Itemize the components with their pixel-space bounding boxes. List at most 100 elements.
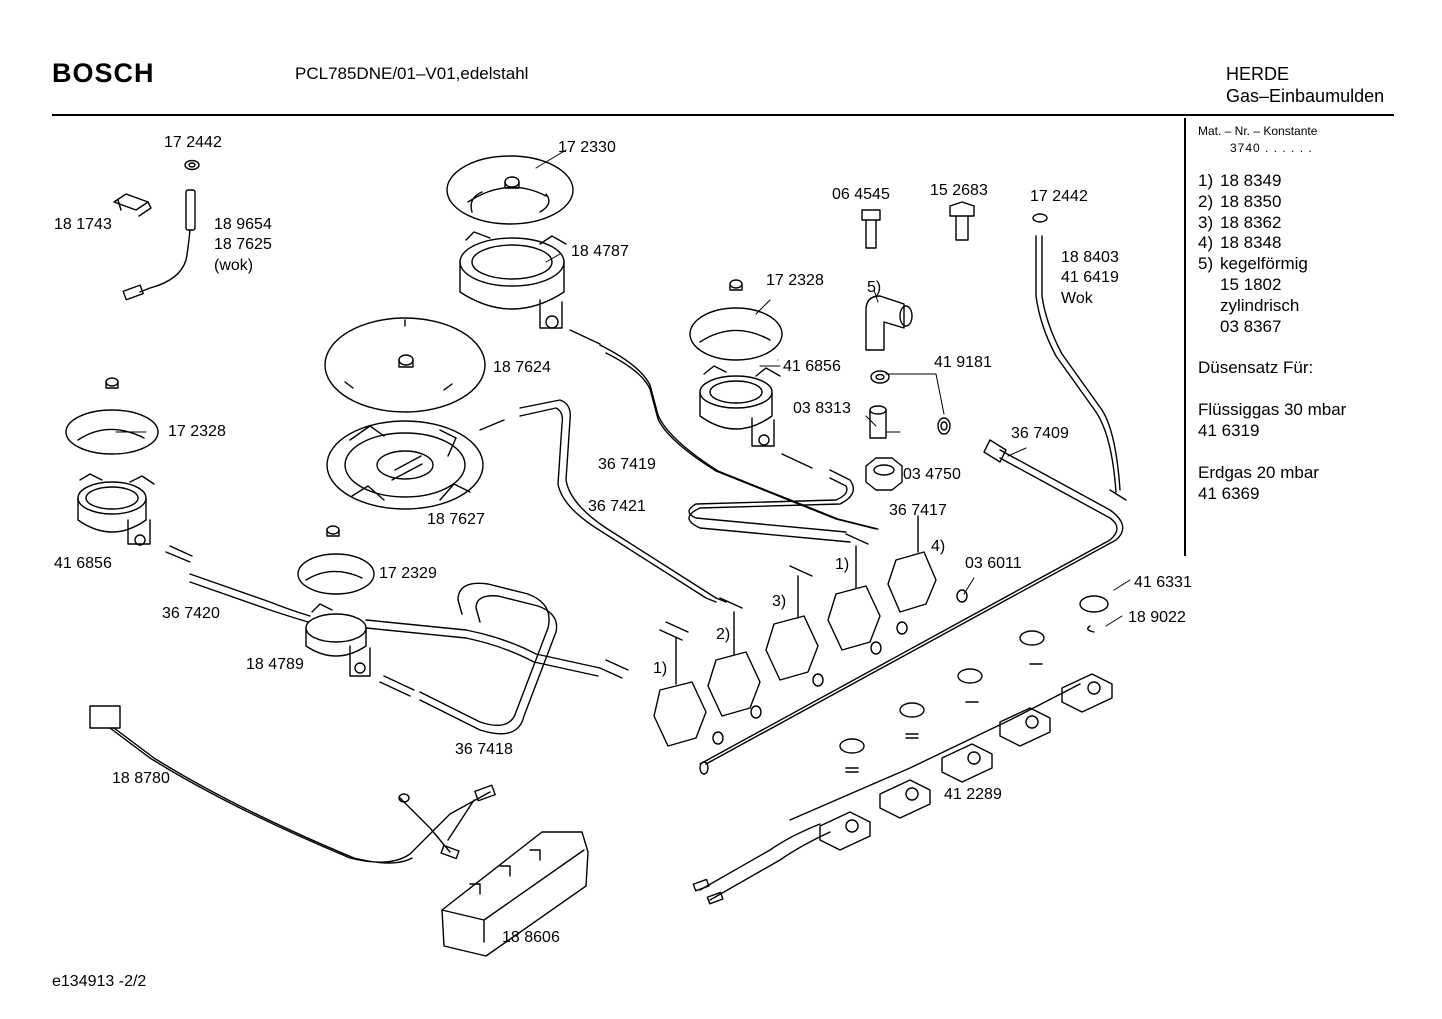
legend-item: 1)18 8349 (1198, 171, 1393, 192)
lpg-nozzle-number: 41 6319 (1198, 420, 1260, 440)
legend-item-marker: 1) (1198, 171, 1214, 190)
part-label: 18 1743 (54, 216, 112, 233)
legend-item-marker: 5) (1198, 254, 1214, 274)
part-label: 18 7625 (214, 236, 272, 253)
header-divider (52, 114, 1394, 116)
part-label: 15 2683 (930, 182, 988, 199)
part-label: 36 7420 (162, 605, 220, 622)
nozzle-set-title: Düsensatz Für: (1198, 358, 1314, 378)
legend-item-text: kegelförmig (1220, 254, 1308, 274)
legend-sub-item: zylindrisch (1220, 295, 1300, 315)
variant-marker: 3) (772, 593, 787, 610)
brand-logo: BOSCH (52, 58, 155, 88)
part-label: 18 9022 (1128, 609, 1186, 626)
legend-item-marker: 4) (1198, 233, 1214, 253)
legend-list: 1)18 8349 2)18 8350 3)18 8362 4)18 8348 … (1198, 171, 1393, 337)
legend-item: 5) kegelförmig (1198, 254, 1393, 275)
lpg-nozzle-label: Flüssiggas 30 mbar (1198, 400, 1347, 420)
legend-sub-item: 15 1802 (1220, 274, 1282, 294)
part-label: 17 2328 (766, 272, 824, 289)
part-label: 03 4750 (903, 466, 961, 483)
variant-marker: 5) (867, 279, 882, 296)
parts-legend: Mat. – Nr. – Konstante 3740 . . . . . . … (1198, 124, 1393, 504)
part-label: 18 9654 (214, 216, 272, 233)
variant-marker: 2) (716, 626, 731, 643)
part-label: 03 6011 (965, 555, 1022, 572)
part-label: 03 8313 (793, 400, 851, 417)
legend-item-text: 18 8348 (1220, 233, 1282, 253)
thermocouple-wok-icon (1035, 235, 1127, 501)
part-label: 17 2442 (164, 134, 222, 151)
part-label: 41 6856 (54, 555, 112, 572)
burner-cap-icon (297, 553, 375, 595)
burner-housing-icon (305, 603, 371, 677)
washer-icon (712, 589, 968, 745)
burner-cap-icon (324, 317, 486, 413)
legend-item-text: 18 8362 (1220, 212, 1282, 232)
legend-item: 2)18 8350 (1198, 192, 1393, 213)
washer-icon (184, 159, 200, 171)
igniter-cap-icon (839, 595, 1109, 754)
burner-cap-icon (65, 409, 159, 455)
part-label: 17 2329 (379, 565, 437, 582)
gas-pipe-367421 (519, 399, 727, 603)
part-label: 17 2328 (168, 423, 226, 440)
part-label: 41 9181 (934, 354, 992, 371)
ng-nozzle-number: 41 6369 (1198, 483, 1260, 503)
gas-pipe-367419 (599, 344, 879, 530)
gas-pipe-367418 (419, 582, 558, 735)
screw-icon (729, 279, 743, 291)
spark-module-icon (819, 673, 1113, 851)
part-label: 36 7409 (1011, 425, 1069, 442)
burner-cap-icon (689, 307, 783, 361)
category-subtitle: Gas–Einbaumulden (1226, 86, 1385, 106)
legend-item-text: 18 8350 (1220, 191, 1282, 211)
variant-marker: 4) (931, 538, 946, 555)
part-label: 18 4787 (571, 243, 629, 260)
document-id: e134913 -2/2 (52, 973, 147, 990)
part-label: 18 4789 (246, 656, 304, 673)
part-label: 17 2442 (1030, 188, 1088, 205)
part-label: 17 2330 (558, 139, 616, 156)
part-label: 06 4545 (832, 186, 890, 203)
burner-housing-icon (699, 365, 781, 447)
burner-housing-icon (459, 231, 567, 329)
category-title: HERDE (1226, 64, 1290, 84)
gas-valve-icon (653, 515, 937, 747)
leader-lines (115, 149, 1131, 627)
legend-heading: Mat. – Nr. – Konstante (1198, 124, 1318, 138)
legend-constant: 3740 . . . . . . (1230, 141, 1313, 155)
nozzle-icon (861, 201, 975, 249)
legend-sub-item: 03 8367 (1220, 316, 1282, 336)
part-label: 36 7417 (889, 502, 947, 519)
legend-item: 4) 18 8348 (1198, 233, 1393, 254)
washer-icon (870, 213, 1048, 435)
burner-ring-icon (326, 420, 484, 510)
ng-nozzle-label: Erdgas 20 mbar (1198, 462, 1319, 482)
gas-pipe-367420 (189, 573, 601, 677)
injector-icon (869, 405, 887, 439)
fitting-icon (165, 329, 869, 697)
part-label: 18 8403 (1061, 249, 1119, 266)
spring-icon (845, 625, 1095, 773)
nut-icon (865, 457, 903, 491)
gas-pipe-367417 (688, 469, 854, 543)
part-label: 41 6419 (1061, 269, 1119, 286)
ignition-wiring-icon (692, 683, 1081, 905)
part-label: 41 2289 (944, 786, 1002, 803)
elbow-fitting-icon (865, 295, 913, 351)
part-label: Wok (1061, 290, 1093, 307)
part-label: 18 8780 (112, 770, 170, 787)
part-label: 18 8606 (502, 929, 560, 946)
legend-item-marker: 3) (1198, 212, 1214, 232)
part-label: 18 7627 (427, 511, 485, 528)
part-label: 41 6331 (1134, 574, 1192, 591)
clip-icon (113, 193, 152, 217)
part-label: 36 7419 (598, 456, 656, 473)
part-label: 36 7418 (455, 741, 513, 758)
burner-housing-icon (77, 473, 155, 546)
part-label: 41 6856 (783, 358, 841, 375)
part-label: 36 7421 (588, 498, 646, 515)
